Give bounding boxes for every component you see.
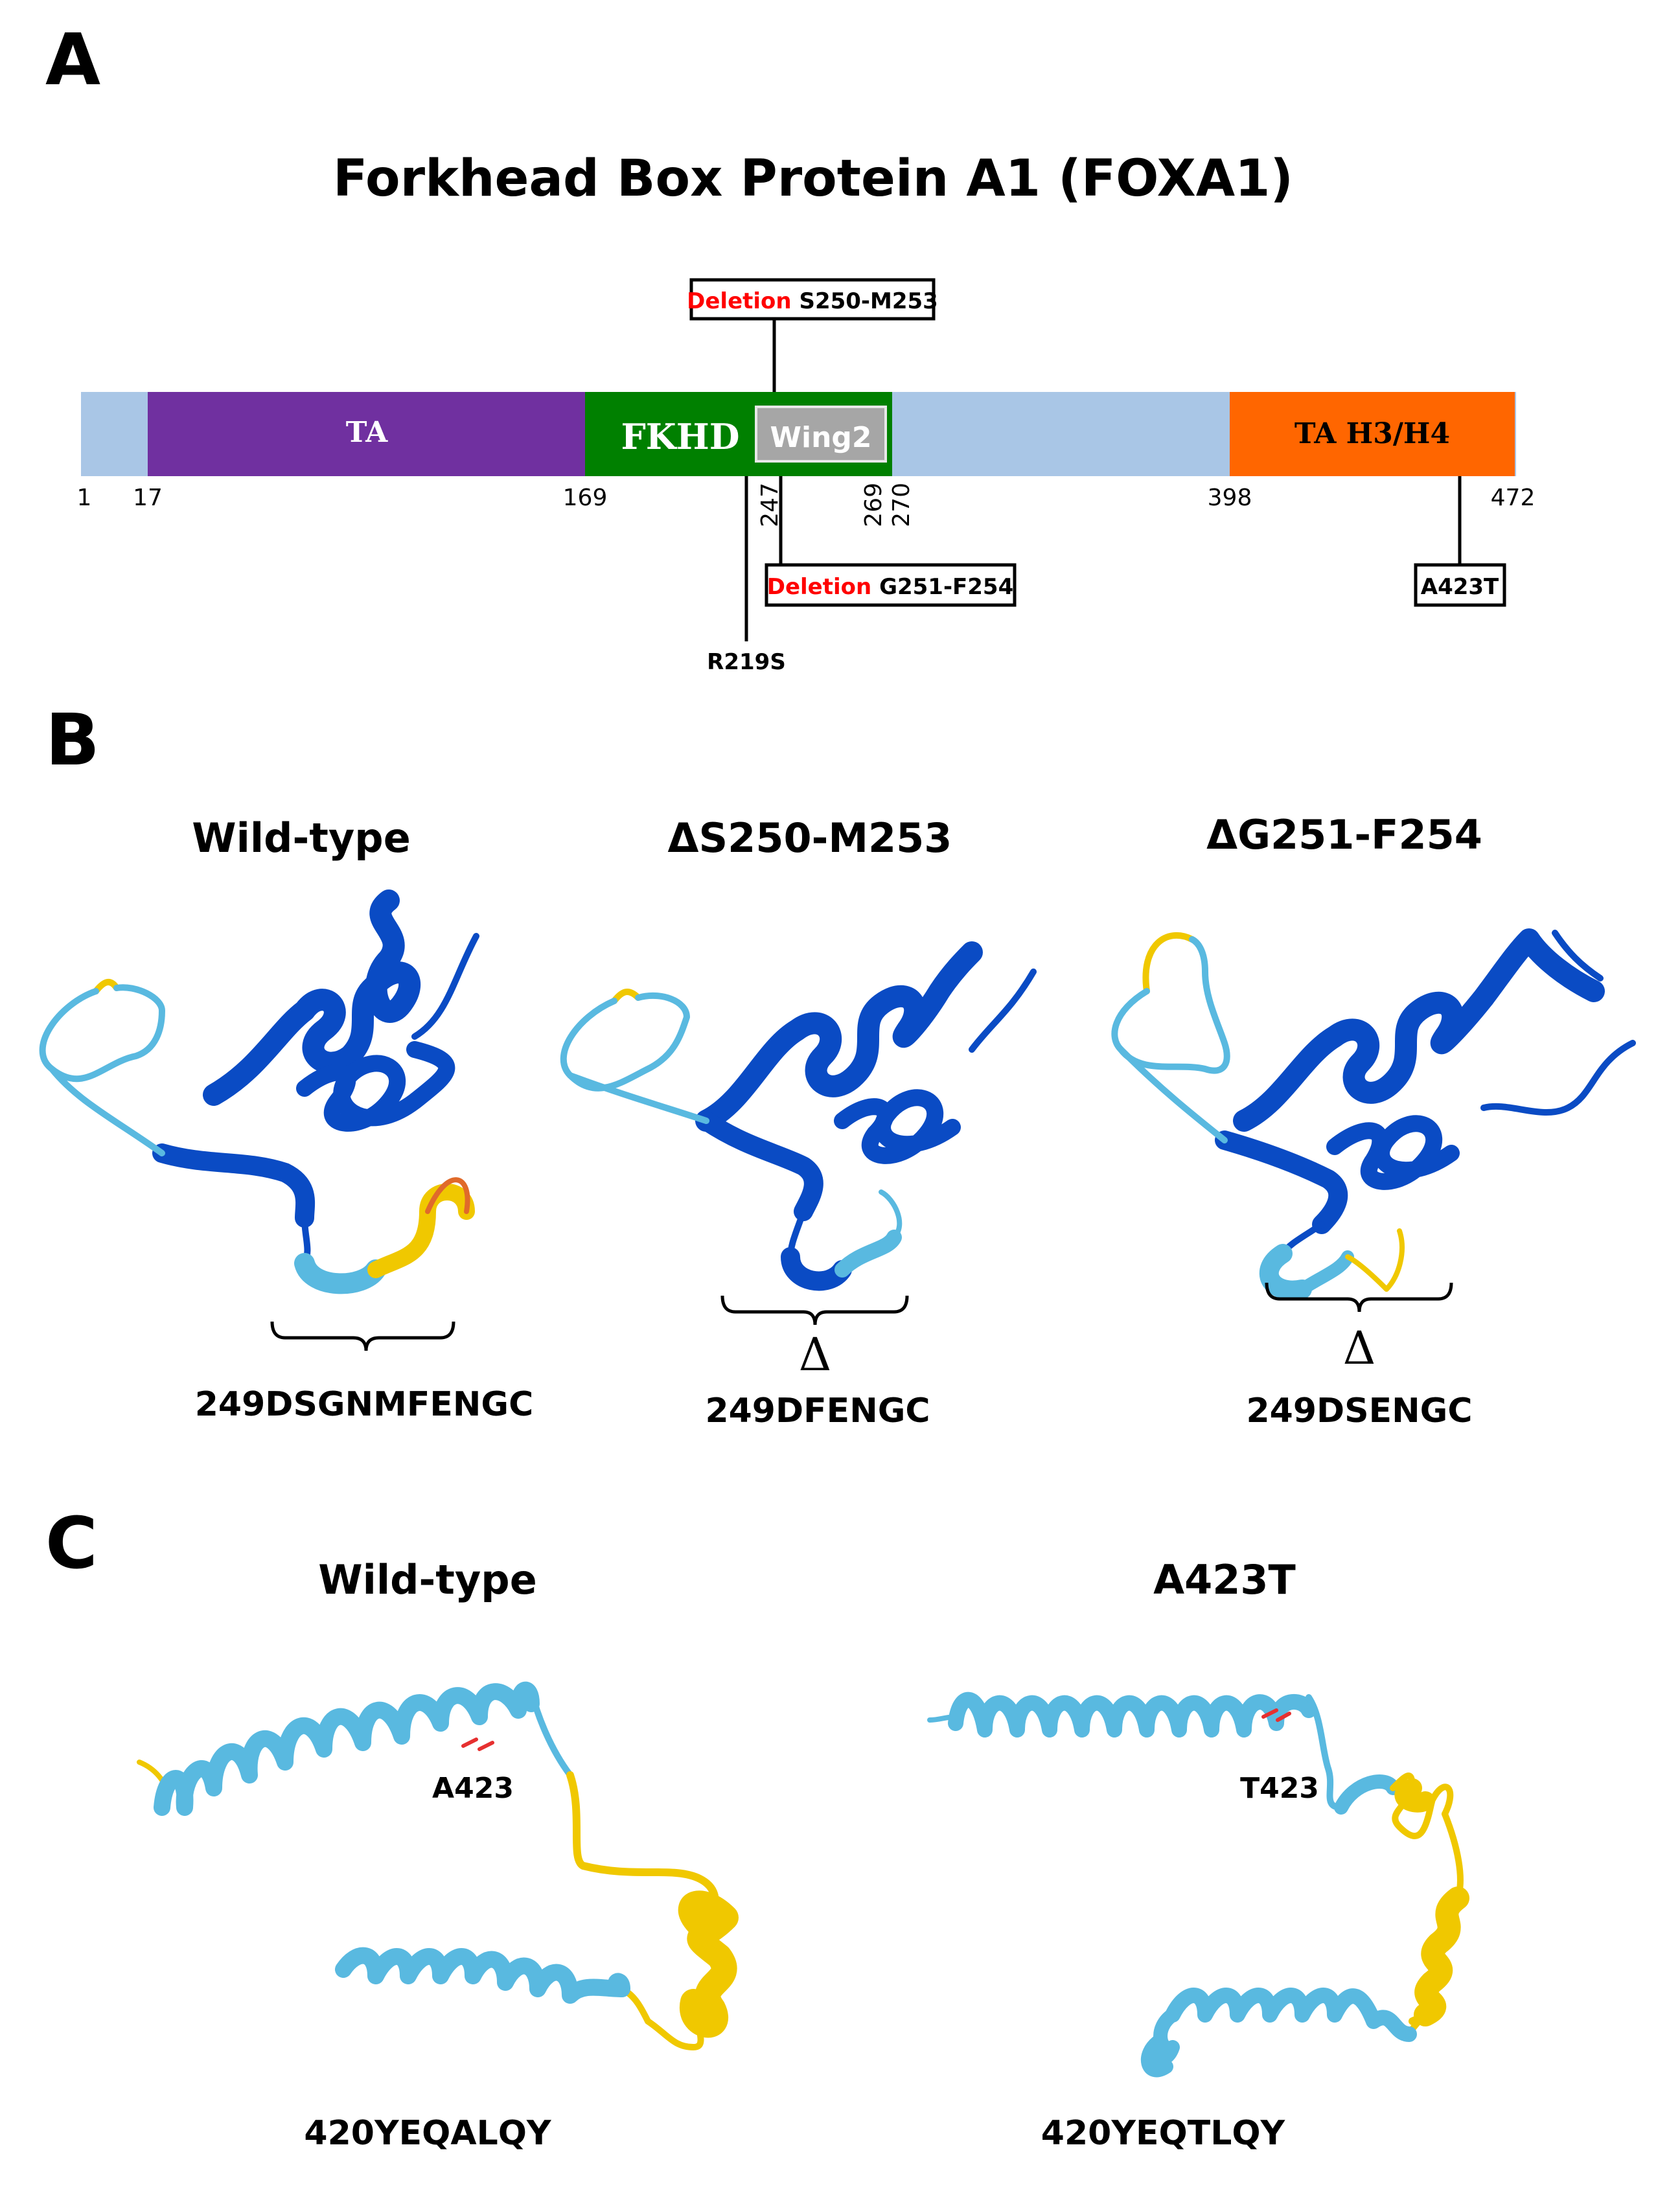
sequence-label: 420YEQALQY [304,2114,552,2153]
protein-ribbon [137,1681,739,2050]
protein-ribbon [560,941,1037,1291]
structure-title: A423T [1153,1556,1296,1603]
position-label: 270 [888,483,915,527]
position-label: 247 [757,483,783,527]
panel-c-letter: C [45,1502,98,1585]
panel-b-letter: B [45,698,100,781]
protein-ribbon [1111,928,1636,1300]
residue-label: A423 [432,1772,514,1805]
position-label: 169 [563,485,608,511]
position-label: 472 [1491,485,1536,511]
deletion-g251-f254-label: Deletion G251-F254 [767,574,1014,600]
bracket [720,1295,909,1325]
structure-title: ΔS250-M253 [668,814,952,862]
deletion-range: G251-F254 [879,574,1013,600]
domain-ta-label: TA [346,416,388,449]
a423t-box [1414,563,1506,607]
sequence-label: 249DSENGC [1246,1392,1472,1430]
structure-del-s250-m253: ΔS250-M253 Δ 249DFENGC [560,814,1037,1430]
panel-b: B Wild-type 249DSGNMFENGC ΔS250-M25 [39,698,1636,1430]
panel-a-title: Forkhead Box Protein A1 (FOXA1) [333,150,1293,208]
deletion-prefix: Deletion [767,574,871,600]
deletion-s250-m253-box [689,278,936,321]
structure-title: Wild-type [192,814,411,862]
structure-wild-type: Wild-type 249DSGNMFENGC [39,814,534,1424]
deletion-s250-m253-label: Deletion S250-M253 [687,288,938,314]
domain-wing2 [755,406,887,463]
domain-ta-h3h4-label: TA H3/H4 [1295,417,1450,450]
panel-a-letter: A [45,18,100,101]
deletion-prefix: Deletion [687,288,791,314]
structure-title: ΔG251-F254 [1206,811,1482,858]
domain-fkhd-label: FKHD [621,416,739,457]
delta-symbol: Δ [799,1328,832,1381]
bracket [270,1321,455,1351]
deletion-range: S250-M253 [799,288,938,314]
panel-a: A Forkhead Box Protein A1 (FOXA1) TA FKH… [45,18,1535,675]
sequence-label: 249DFENGC [705,1392,930,1430]
r219s-label: R219S [707,649,786,675]
sequence-label: 420YEQTLQY [1041,2114,1286,2153]
panel-c: C Wild-type A423 420YEQALQY A423T [45,1502,1469,2153]
domain-ta-h3h4 [1230,392,1515,476]
deletion-g251-f254-box [765,563,1017,607]
position-label: 17 [133,485,163,511]
position-label: 398 [1208,485,1252,511]
structure-del-g251-f254: ΔG251-F254 Δ 249DSENGC [1111,811,1636,1430]
domain-wing2-label: Wing2 [770,421,871,454]
position-label: 269 [860,483,887,527]
domain-ta [148,392,585,476]
delta-symbol: Δ [1343,1322,1376,1375]
residue-label: T423 [1240,1772,1319,1805]
structure-c-wild-type: Wild-type A423 420YEQALQY [137,1556,739,2153]
bracket [1265,1282,1453,1313]
position-label: 1 [77,485,92,511]
structure-c-a423t: A423T T423 420YEQTLQY [927,1556,1469,2153]
structure-title: Wild-type [318,1556,537,1603]
sequence-label: 249DSGNMFENGC [195,1385,534,1424]
protein-ribbon [927,1692,1469,2078]
protein-ribbon [39,889,479,1294]
a423t-label: A423T [1421,574,1499,600]
